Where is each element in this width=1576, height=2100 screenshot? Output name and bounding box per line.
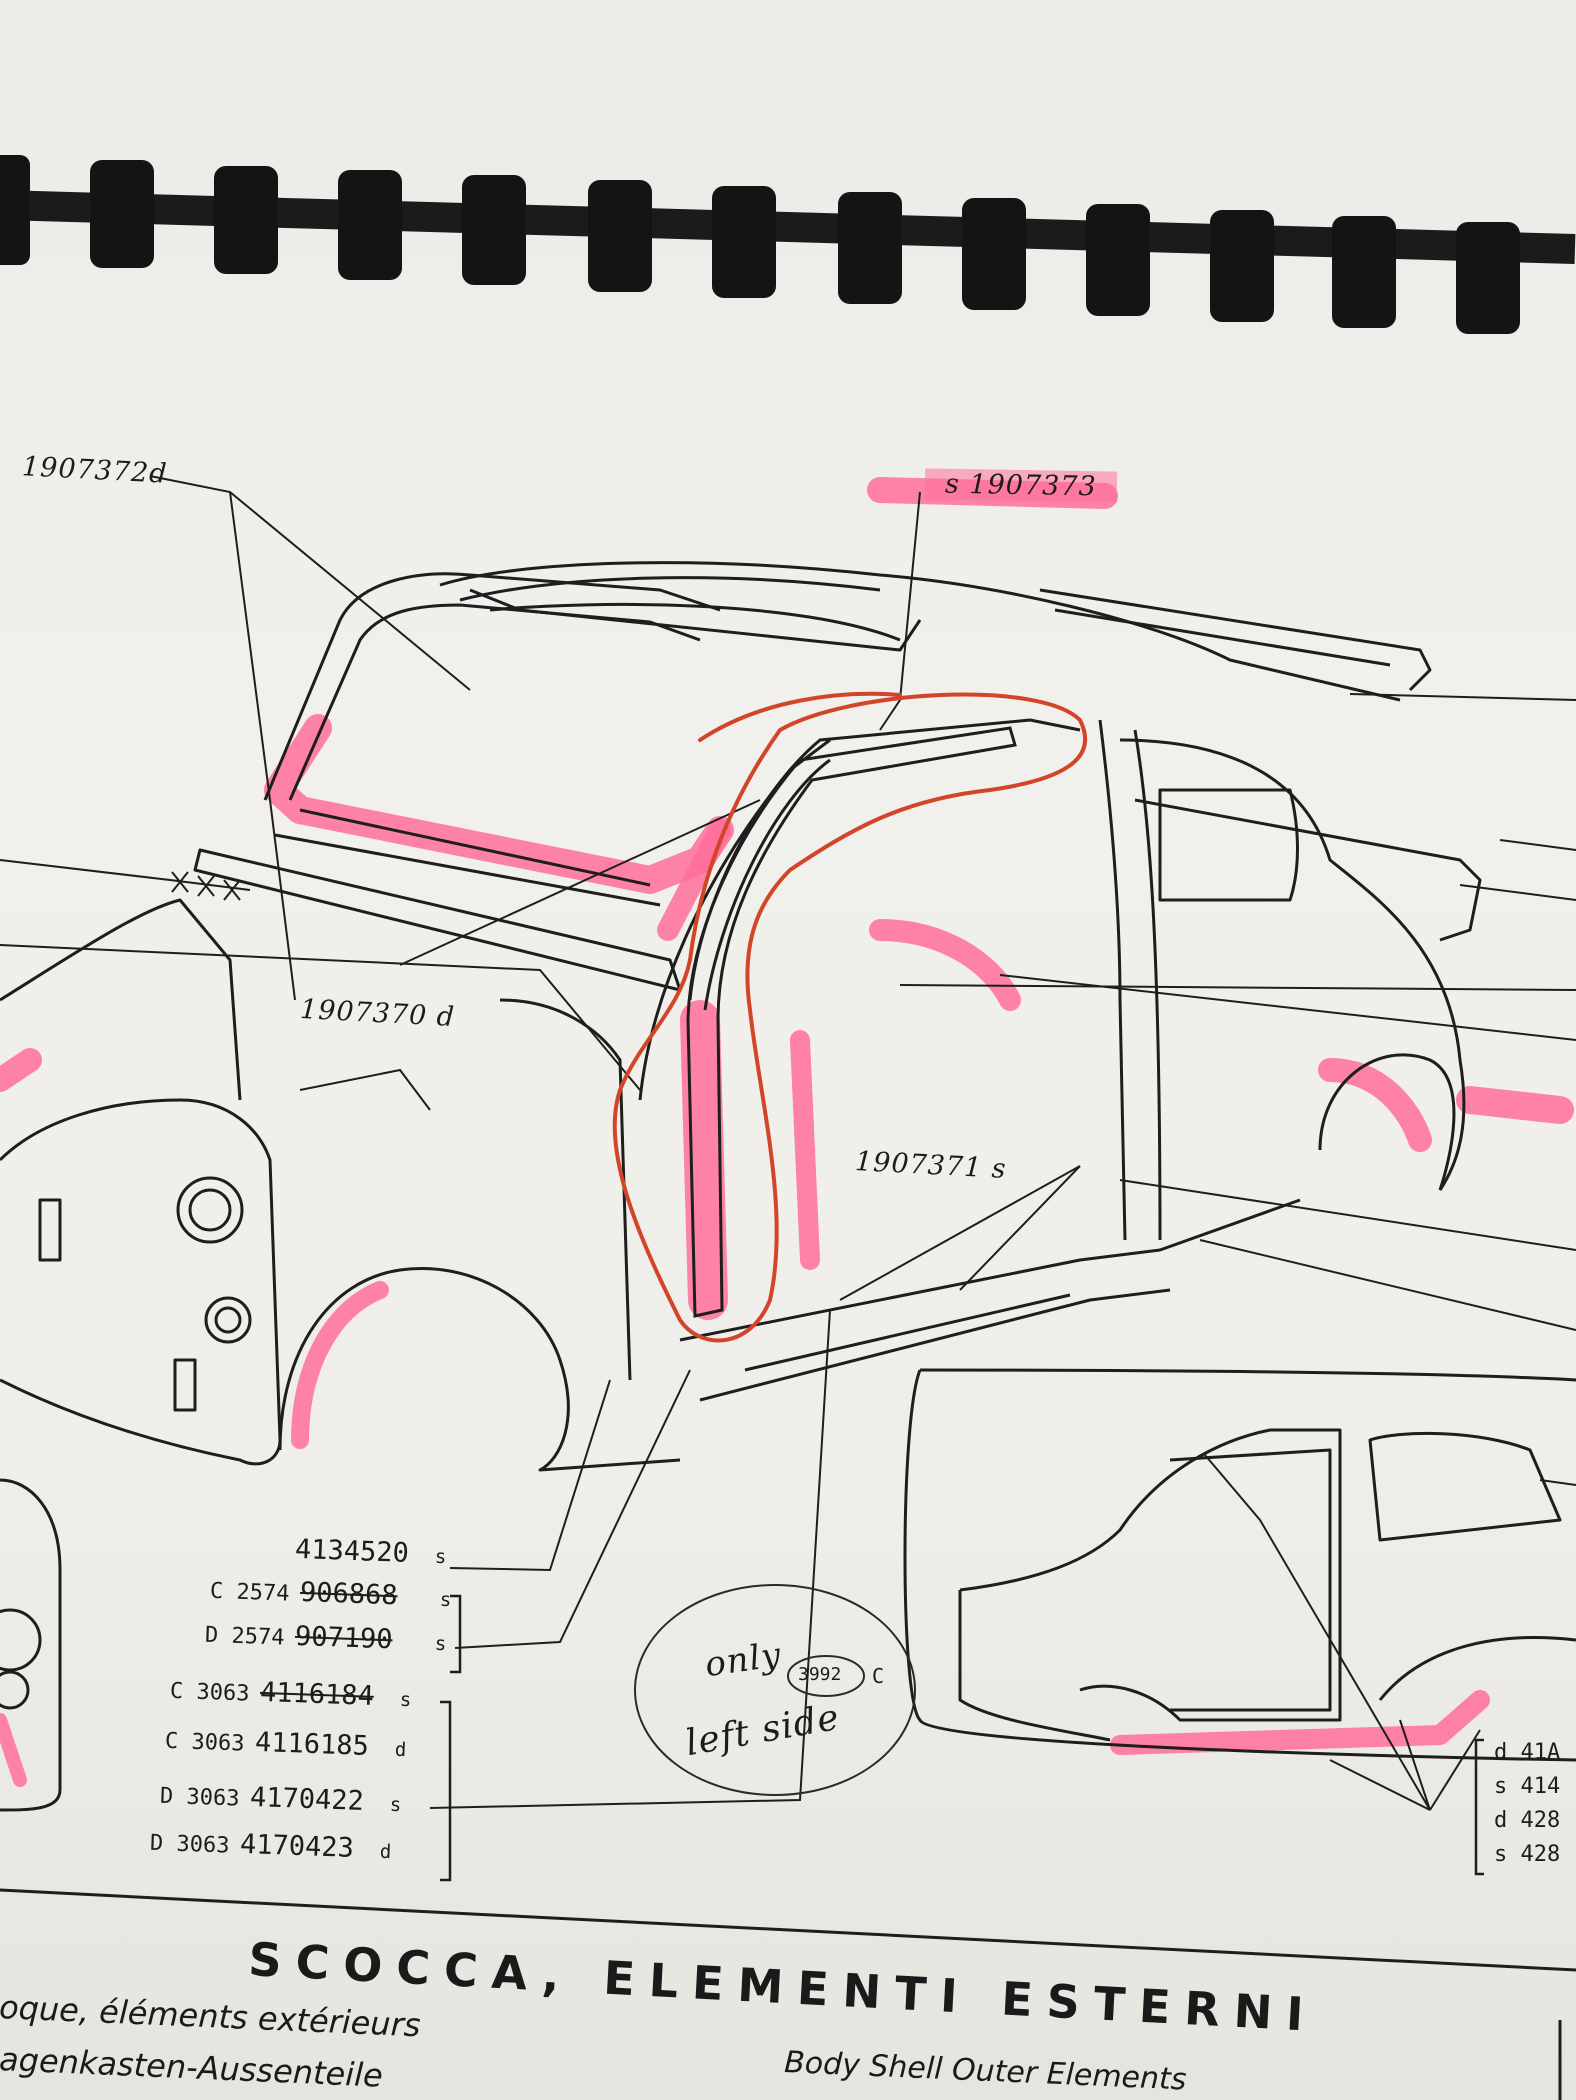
spiral-binding xyxy=(0,155,1576,334)
handwritten-note-ellipse xyxy=(634,1584,916,1796)
right-list-item-2: s 414 xyxy=(1494,1774,1561,1799)
right-list-item-4: s 428 xyxy=(1494,1842,1561,1867)
stamp-code: 3992 xyxy=(798,1664,842,1685)
car-outline xyxy=(0,561,1576,1812)
right-list-item-1: d 41A xyxy=(1494,1740,1561,1765)
weld-marks xyxy=(171,871,241,901)
footer-rule xyxy=(0,1888,1576,2100)
red-pencil-circle xyxy=(612,691,1088,1343)
parts-brackets xyxy=(440,1594,1484,1882)
stamp-suffix: C xyxy=(872,1664,885,1688)
leader-lines xyxy=(0,475,1576,1811)
right-list-item-3: d 428 xyxy=(1494,1808,1561,1833)
binding-ring xyxy=(0,155,1520,334)
a-pillar-part xyxy=(686,726,1017,1318)
callout-1907373: s 1907373 xyxy=(924,468,1117,503)
